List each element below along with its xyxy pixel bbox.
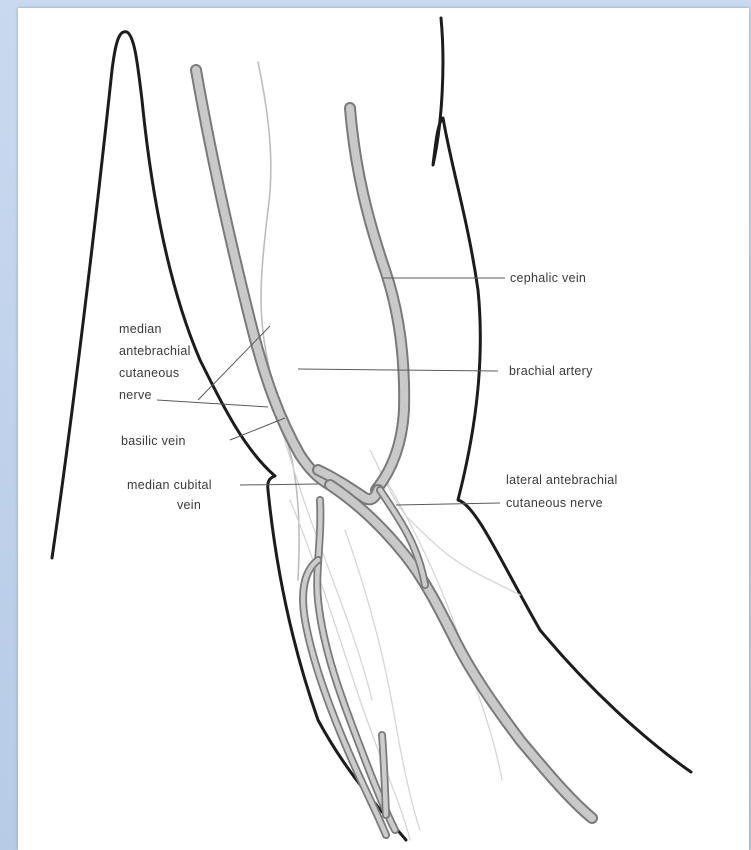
- label-median-nerve-2: antebrachial: [119, 344, 191, 358]
- labels: median antebrachial cutaneous nerve ceph…: [119, 271, 618, 512]
- label-median-cubital-1: median cubital: [127, 478, 212, 492]
- label-lateral-nerve-2: cutaneous nerve: [506, 496, 603, 510]
- label-median-nerve-3: cutaneous: [119, 366, 179, 380]
- label-median-nerve-4: nerve: [119, 388, 152, 402]
- veins: [196, 70, 592, 835]
- nerve-branch-2: [290, 500, 410, 840]
- basilic-vein: [196, 70, 330, 485]
- label-brachial-artery: brachial artery: [509, 364, 593, 378]
- label-cephalic-vein: cephalic vein: [510, 271, 586, 285]
- label-lateral-nerve-1: lateral antebrachial: [506, 473, 618, 487]
- arm-outline: [52, 18, 691, 840]
- label-median-nerve-1: median: [119, 322, 162, 336]
- label-basilic-vein: basilic vein: [121, 434, 186, 448]
- median-antebrachial-nerve: [258, 62, 299, 580]
- label-median-cubital-2: vein: [177, 498, 201, 512]
